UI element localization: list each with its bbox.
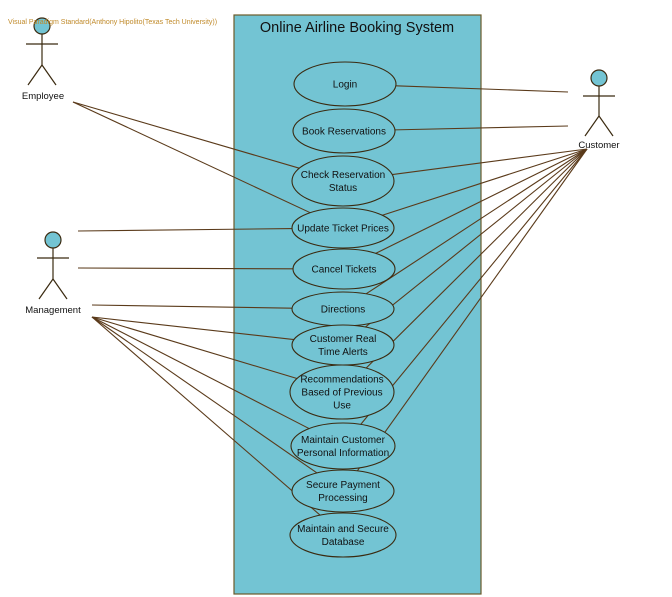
use-case-ellipse xyxy=(289,364,395,420)
association-management-directions xyxy=(91,304,293,309)
actor-management[interactable]: Management xyxy=(25,231,81,316)
use-case-label: Check Reservation xyxy=(301,170,385,181)
association-management-recommend xyxy=(91,316,298,380)
association-customer-directions xyxy=(365,148,588,295)
use-case-label: Login xyxy=(333,80,357,91)
management-head-icon xyxy=(44,231,62,249)
use-case-label: Processing xyxy=(318,493,367,504)
use-case-update[interactable]: Update Ticket Prices xyxy=(291,207,395,249)
use-case-label: Time Alerts xyxy=(318,347,368,358)
customer-head-icon xyxy=(590,69,608,87)
association-customer-maintain_info xyxy=(360,148,588,425)
association-customer-book xyxy=(394,125,569,131)
use-case-ellipse xyxy=(293,61,397,107)
use-case-ellipse xyxy=(291,324,395,366)
association-management-alerts xyxy=(91,316,295,341)
actor-employee[interactable]: Employee xyxy=(22,17,64,102)
use-case-ellipse xyxy=(292,248,396,290)
use-case-ellipse xyxy=(291,469,395,513)
use-case-label: Update Ticket Prices xyxy=(297,224,389,235)
use-case-label: Database xyxy=(322,537,365,548)
use-case-label: Cancel Tickets xyxy=(311,265,376,276)
system-title: Online Airline Booking System xyxy=(260,20,454,36)
association-management-cancel xyxy=(77,267,294,270)
use-case-label: Maintain Customer xyxy=(301,435,386,446)
association-customer-payment xyxy=(356,148,588,472)
use-case-label: Personal Information xyxy=(297,448,389,459)
use-case-cancel[interactable]: Cancel Tickets xyxy=(292,248,396,290)
use-case-label: Status xyxy=(329,183,357,194)
association-lines xyxy=(72,85,588,516)
association-customer-cancel xyxy=(375,148,588,254)
association-management-maintain_info xyxy=(91,316,310,430)
association-customer-update xyxy=(382,148,588,216)
use-case-ellipse xyxy=(291,155,395,207)
use-case-label: Book Reservations xyxy=(302,127,386,138)
use-case-login[interactable]: Login xyxy=(293,61,397,107)
use-case-label: Recommendations xyxy=(300,375,383,386)
association-customer-recommend xyxy=(365,148,588,369)
association-management-update xyxy=(77,228,293,232)
management-label: Management xyxy=(25,305,81,316)
use-case-ellipse xyxy=(290,422,396,470)
watermark-text: Visual Paradigm Standard(Anthony Hipolit… xyxy=(8,19,217,26)
use-case-label: Maintain and Secure xyxy=(297,524,389,535)
association-customer-login xyxy=(395,85,569,93)
use-case-book[interactable]: Book Reservations xyxy=(292,108,396,154)
association-management-database xyxy=(91,316,321,516)
use-case-ellipse xyxy=(289,512,397,558)
association-management-payment xyxy=(91,316,318,474)
use-case-label: Directions xyxy=(321,305,365,316)
use-case-label: Use xyxy=(333,401,351,412)
use-case-ellipse xyxy=(291,207,395,249)
customer-label: Customer xyxy=(578,140,619,151)
association-employee-update xyxy=(72,101,311,214)
use-case-label: Secure Payment xyxy=(306,480,380,491)
association-customer-alerts xyxy=(365,148,588,328)
actor-customer[interactable]: Customer xyxy=(578,69,620,151)
use-case-ellipse xyxy=(292,108,396,154)
association-customer-check xyxy=(392,148,588,176)
employee-label: Employee xyxy=(22,91,64,102)
use-case-directions[interactable]: Directions xyxy=(291,291,395,327)
use-case-label: Customer Real xyxy=(310,334,377,345)
association-employee-check xyxy=(72,101,300,169)
use-case-label: Based of Previous xyxy=(301,388,382,399)
